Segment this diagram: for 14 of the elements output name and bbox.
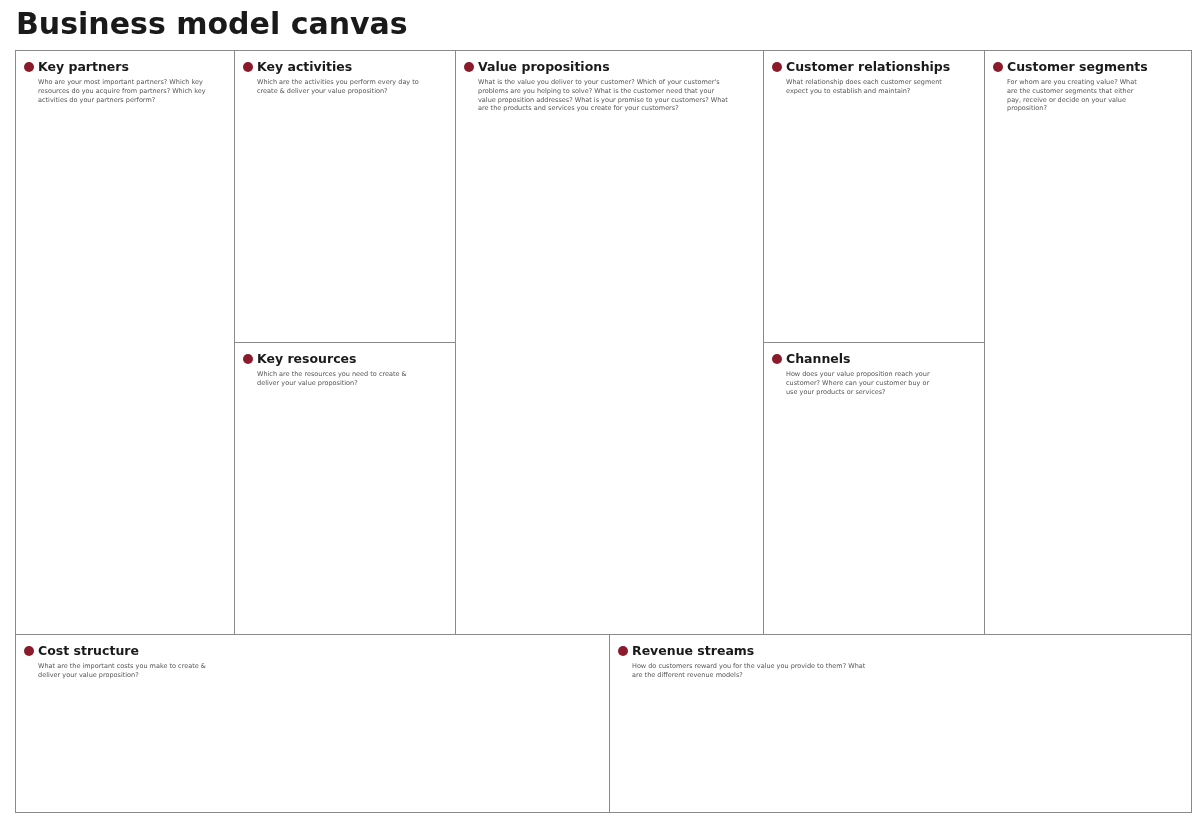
canvas-block (15, 50, 235, 635)
block-heading: Key activities (257, 59, 353, 74)
block-heading: Cost structure (38, 643, 139, 658)
title: Business model canvas (16, 6, 408, 41)
block-heading: Revenue streams (632, 643, 755, 658)
block-heading: Customer segments (1007, 59, 1148, 74)
block-heading: Key partners (38, 59, 129, 74)
canvas-block (609, 634, 1192, 813)
block-heading: Channels (786, 351, 851, 366)
canvas-block (15, 634, 610, 813)
block-heading: Key resources (257, 351, 357, 366)
block-heading: Customer relationships (786, 59, 951, 74)
block-heading: Value propositions (478, 59, 610, 74)
canvas-block (984, 50, 1192, 635)
